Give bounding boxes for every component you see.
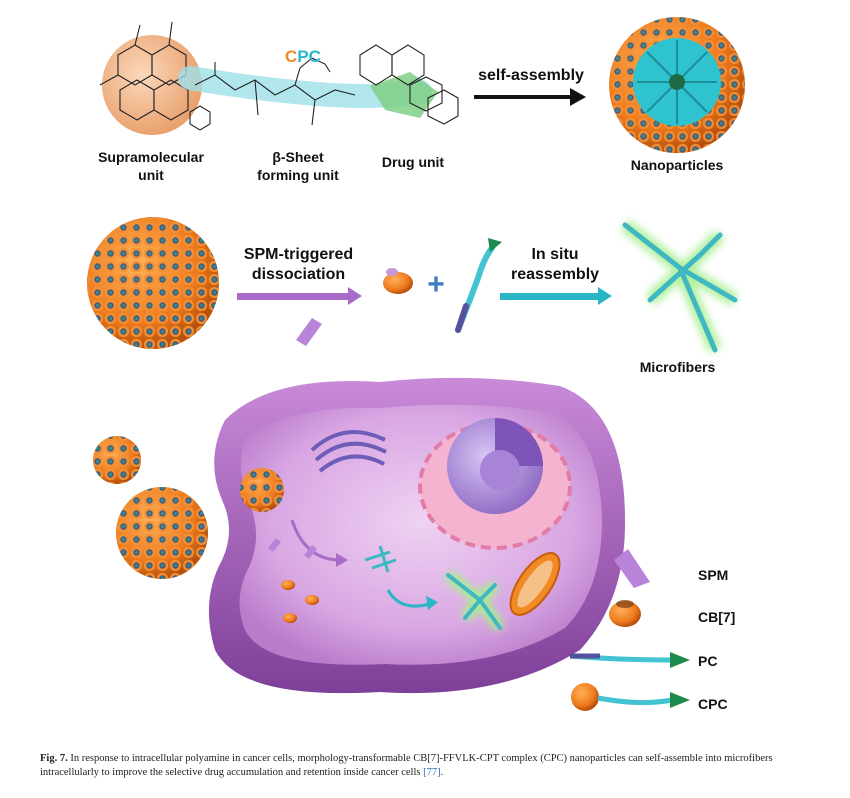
cpc-label-c1: C bbox=[285, 47, 297, 66]
in-situ-reassembly-label: In situ reassembly bbox=[510, 246, 600, 283]
nanoparticle-cutaway bbox=[609, 17, 745, 153]
caption-end: . bbox=[440, 767, 444, 778]
mitochondrion bbox=[509, 552, 561, 616]
legend-pc-icon bbox=[569, 652, 690, 668]
self-assembly-arrow bbox=[474, 88, 586, 106]
self-assembly-label: self-assembly bbox=[478, 67, 584, 84]
supramolecular-unit-sphere bbox=[99, 21, 202, 135]
figure-illustration: CPC + bbox=[87, 17, 745, 711]
microfiber-cluster bbox=[620, 219, 739, 353]
cb7-ring-icon bbox=[383, 268, 413, 294]
legend-spm-icon bbox=[614, 549, 650, 588]
beta-sheet-unit-label: β-Sheet forming unit bbox=[257, 149, 339, 183]
caption-fig-label: Fig. 7. bbox=[40, 753, 68, 764]
legend-cb7-icon bbox=[609, 600, 641, 627]
intracellular-particles bbox=[240, 468, 319, 623]
plus-sign: + bbox=[427, 268, 445, 301]
spm-arrow bbox=[237, 287, 362, 305]
reassembly-arrow bbox=[500, 287, 612, 305]
cpc-chain-ribbon bbox=[178, 66, 438, 118]
caption-reference-link[interactable]: [77] bbox=[423, 767, 441, 778]
cpc-label-p: P bbox=[297, 47, 308, 66]
outside-nanoparticles bbox=[93, 436, 208, 579]
spm-crystal-icon bbox=[296, 318, 322, 346]
cpc-label-c2: C bbox=[309, 47, 321, 66]
microfibers-label: Microfibers bbox=[639, 359, 716, 375]
nanoparticles-label: Nanoparticles bbox=[630, 157, 724, 173]
legend-cpc-label: CPC bbox=[698, 696, 728, 712]
drug-structure bbox=[359, 44, 459, 125]
caption-text: In response to intracellular polyamine i… bbox=[40, 753, 773, 778]
intracellular-fiber bbox=[444, 570, 505, 632]
beta-sheet-structure bbox=[189, 57, 356, 131]
cancer-cell bbox=[208, 377, 626, 694]
supramolecular-unit-label: Supramolecular unit bbox=[98, 149, 204, 183]
golgi-apparatus bbox=[310, 430, 387, 473]
cpc-label: CPC bbox=[285, 47, 321, 66]
figure-caption: Fig. 7. In response to intracellular pol… bbox=[40, 752, 820, 780]
drug-unit-label: Drug unit bbox=[381, 154, 445, 170]
legend-cb7-label: CB[7] bbox=[698, 609, 736, 625]
nanoparticle-sphere bbox=[87, 217, 219, 349]
dissociating-complex bbox=[364, 545, 397, 573]
svg-text:CPC: CPC bbox=[285, 47, 321, 66]
legend-pc-label: PC bbox=[698, 653, 718, 669]
legend-cpc-icon bbox=[571, 683, 690, 711]
legend-spm-label: SPM bbox=[698, 567, 729, 583]
nucleus bbox=[447, 418, 543, 514]
spm-triggered-label: SPM-triggered dissociation bbox=[243, 246, 354, 283]
pc-peptide-icon bbox=[455, 238, 502, 333]
